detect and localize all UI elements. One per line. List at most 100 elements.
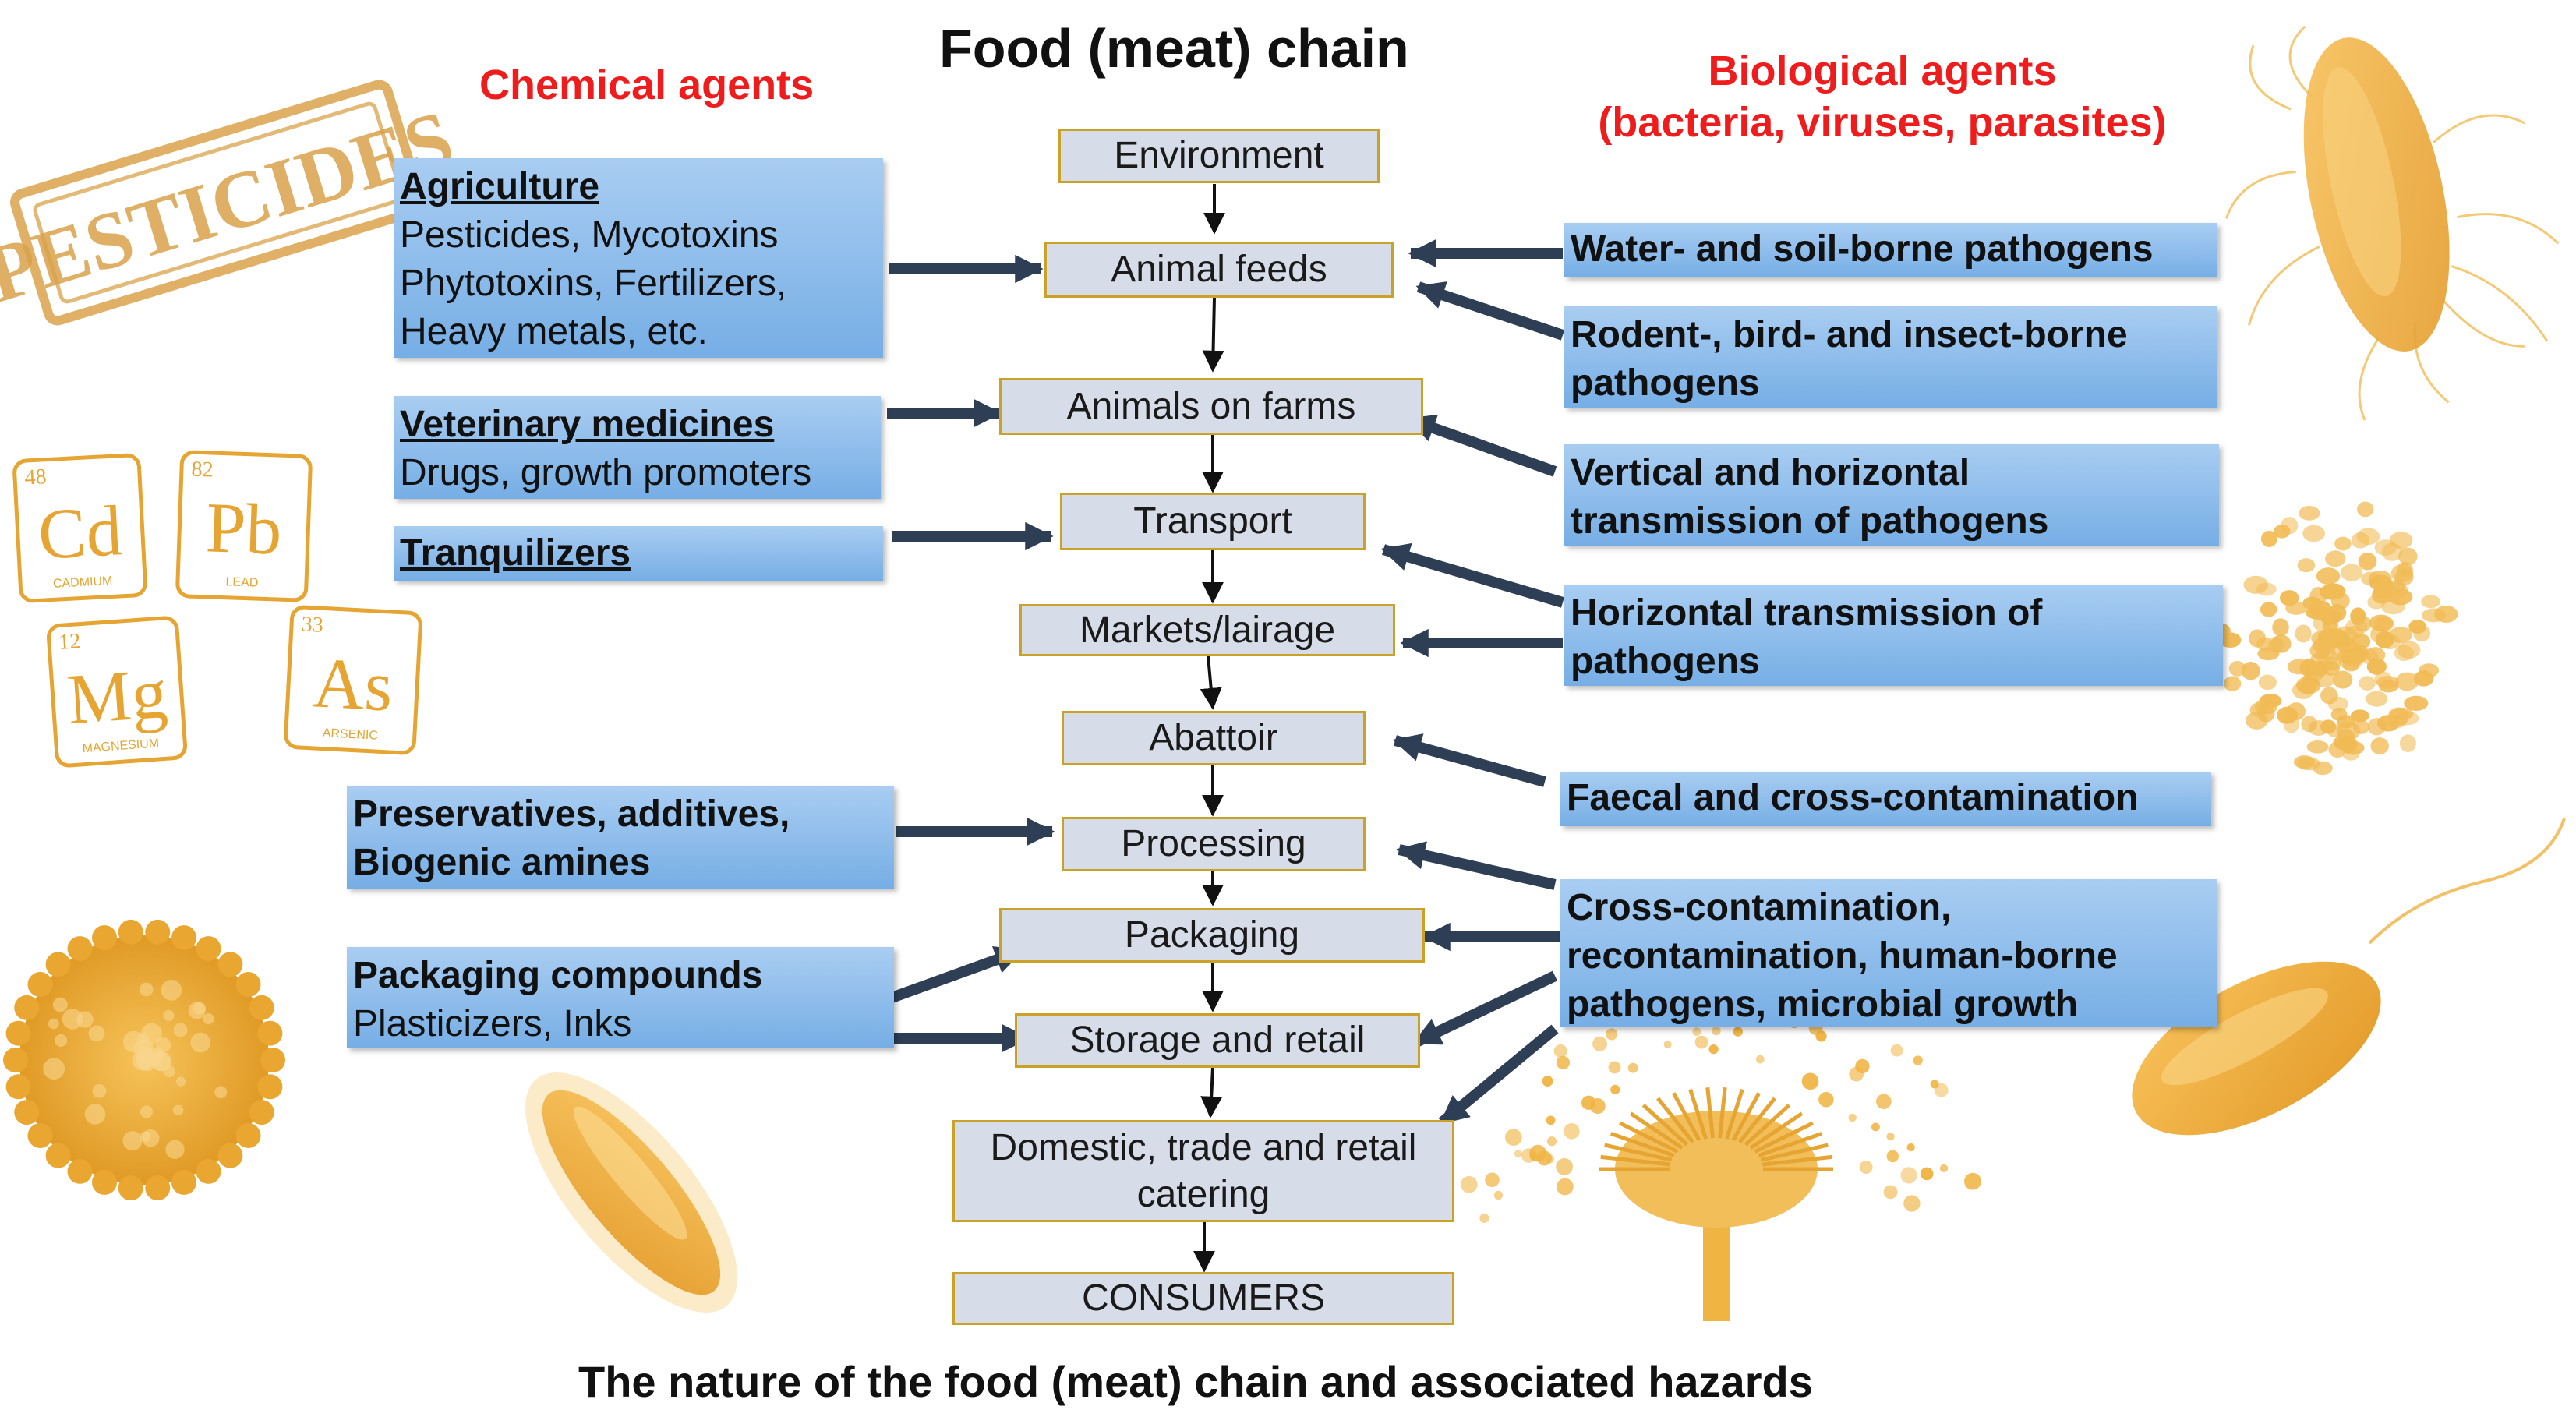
coccus-cell — [2320, 687, 2338, 705]
mold-spore — [1920, 1167, 1934, 1181]
virus-spike — [118, 1175, 143, 1201]
coccus-cell — [2258, 674, 2277, 691]
biological-box-horizontal: Horizontal transmission of pathogens — [1564, 585, 2223, 686]
virus-spike — [249, 1100, 274, 1125]
mold-spore — [1546, 1136, 1557, 1147]
mold-ray — [1717, 1087, 1727, 1139]
virus-texture — [84, 1104, 106, 1125]
mold-spore — [1900, 1167, 1917, 1184]
flagellated-bacterium-icon — [2132, 818, 2566, 1136]
coccus-cell — [2390, 564, 2414, 583]
mold-ray — [1604, 1143, 1673, 1162]
mold-spore — [1553, 1044, 1567, 1058]
mold-ray — [1641, 1104, 1689, 1147]
mold-spore — [1663, 1041, 1672, 1049]
mold-ray — [1762, 1154, 1832, 1167]
coccus-cell — [2340, 564, 2363, 581]
coccus-cell — [2345, 618, 2368, 636]
mold-spore — [1815, 1030, 1827, 1042]
mold-spore — [1564, 1123, 1580, 1140]
element-number: 48 — [23, 465, 48, 490]
mold-ray — [1600, 1154, 1670, 1167]
chemical-box-veterinary: Veterinary medicines Drugs, growth promo… — [394, 396, 881, 499]
coccus-cell — [2376, 676, 2400, 689]
virus-texture — [190, 1032, 210, 1053]
chemical-box-text: Drugs, growth promoters — [400, 452, 812, 493]
bacterium-icon — [2224, 25, 2560, 421]
mold-icon — [1460, 1004, 1981, 1321]
mold-spore — [1818, 1091, 1834, 1108]
mold-spore — [1886, 1150, 1899, 1163]
virus-texture — [161, 980, 182, 1001]
element-symbol: Pb — [204, 487, 284, 570]
mold-spore — [1708, 1044, 1719, 1055]
mold-spore — [1493, 1190, 1504, 1200]
coccus-cell — [2285, 602, 2307, 615]
coccus-cell — [2308, 719, 2329, 736]
coccus-cell — [2395, 672, 2419, 691]
mold-ray — [1744, 1104, 1791, 1147]
virus-texture — [88, 1025, 105, 1042]
virus-spike — [145, 919, 171, 945]
coccus-cell — [2309, 642, 2331, 659]
virus-spike — [196, 936, 221, 962]
chemical-box-heading: Veterinary medicines — [400, 404, 775, 445]
mold-spore — [1930, 1080, 1939, 1089]
coccus-cell — [2367, 595, 2386, 610]
coccus-cell — [2297, 558, 2316, 573]
coccus-cell — [2228, 660, 2246, 677]
coccus-cell — [2352, 719, 2370, 735]
virus-texture — [165, 1140, 185, 1159]
coccus-cell — [2310, 660, 2330, 677]
coccus-cell — [2381, 599, 2405, 615]
mold-ray — [1618, 1121, 1679, 1154]
chain-step-animals-on-farms: Animals on farms — [999, 378, 1423, 435]
mold-spore — [1906, 1143, 1915, 1152]
element-symbol: Mg — [65, 652, 170, 740]
biological-box-vertical-horizontal: Vertical and horizontal transmission of … — [1564, 444, 2219, 546]
mold-spore — [1504, 1129, 1522, 1147]
coccus-cell — [2299, 506, 2320, 521]
coccus-cell — [2358, 552, 2377, 571]
coccus-cell — [2243, 575, 2269, 594]
chemical-box-heading: Preservatives, additives, Biogenic amine… — [353, 793, 790, 883]
mold-spore — [1849, 1066, 1864, 1082]
mold-spore — [1890, 1044, 1903, 1057]
rod-bacterium-icon — [525, 1072, 737, 1313]
mold-spore — [1903, 1195, 1921, 1212]
mold-ray — [1724, 1088, 1744, 1140]
mold-spore — [1556, 1157, 1573, 1175]
coccus-cell — [2260, 602, 2277, 617]
coccus-cell — [2326, 724, 2344, 737]
chain-step-transport: Transport — [1060, 493, 1366, 550]
mold-spore — [1589, 1098, 1606, 1115]
chain-step-processing: Processing — [1062, 817, 1366, 871]
virus-texture — [76, 1011, 94, 1028]
virus-spike — [67, 1158, 93, 1184]
virus-texture — [43, 1058, 65, 1080]
virus-spike — [92, 925, 118, 951]
coccus-cell — [2350, 709, 2369, 723]
element-number: 33 — [300, 612, 324, 638]
coccus-cell — [2260, 530, 2278, 547]
mold-spore — [1755, 1055, 1765, 1064]
virus-texture — [163, 1065, 175, 1078]
chemical-box-text: Plasticizers, Inks — [353, 1003, 632, 1044]
mold-spore — [1460, 1175, 1478, 1193]
virus-spike — [217, 1143, 243, 1168]
biological-agents-heading: Biological agents (bacteria, viruses, pa… — [1598, 48, 2167, 146]
page-title: Food (meat) chain — [939, 18, 1409, 79]
coccus-cell — [2295, 624, 2312, 643]
mold-spore — [1712, 1026, 1721, 1036]
virus-texture — [214, 1086, 228, 1099]
mold-spore — [1694, 1035, 1708, 1049]
virus-icon — [3, 919, 285, 1201]
mold-spore — [1883, 1185, 1898, 1200]
virus-texture — [52, 997, 68, 1012]
virus-spike — [257, 1020, 283, 1046]
virus-spike — [235, 1122, 261, 1148]
element-number: 82 — [190, 457, 214, 482]
coccus-cell — [2292, 680, 2314, 699]
virus-texture — [173, 1023, 188, 1037]
